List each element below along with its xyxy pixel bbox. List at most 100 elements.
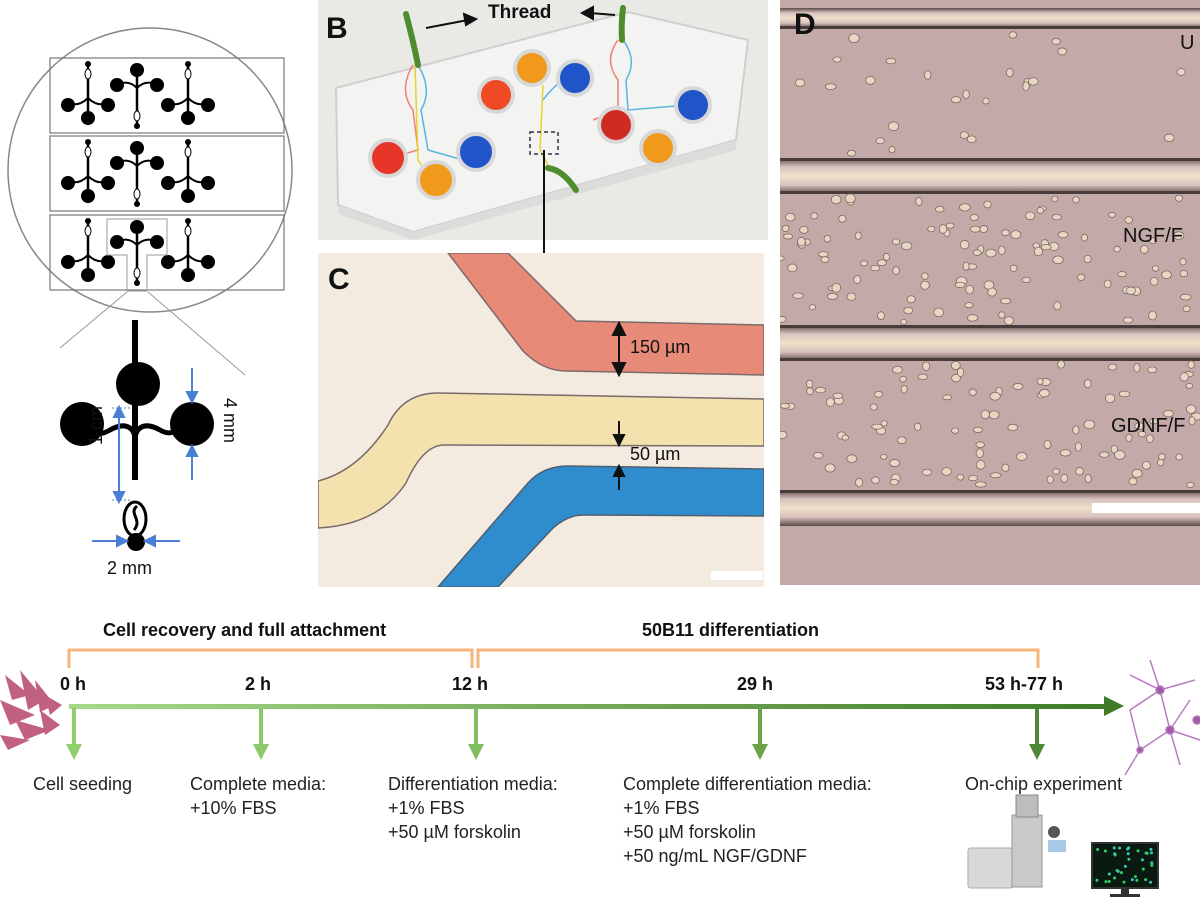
dimension-arrows bbox=[92, 368, 199, 548]
cell bbox=[832, 392, 843, 399]
chip-row bbox=[49, 214, 285, 292]
event-desc-line: +10% FBS bbox=[190, 798, 277, 818]
cell bbox=[1113, 245, 1121, 253]
cell bbox=[824, 463, 836, 473]
panel-d: D U NGF/F GDNF/F bbox=[780, 0, 1200, 585]
cell bbox=[968, 475, 979, 482]
event-desc-line: Cell seeding bbox=[33, 774, 133, 794]
cell bbox=[1043, 440, 1052, 450]
cell bbox=[780, 255, 785, 262]
cell bbox=[888, 121, 900, 132]
cell bbox=[1164, 133, 1175, 143]
fluorescent-cell bbox=[1144, 878, 1148, 882]
gap-label: 50 µm bbox=[630, 444, 681, 464]
fluorescent-cell bbox=[1096, 847, 1100, 851]
cell bbox=[1072, 196, 1080, 204]
cell bbox=[906, 295, 916, 304]
cell bbox=[1075, 467, 1084, 476]
cell bbox=[1175, 453, 1183, 461]
cell bbox=[982, 97, 990, 105]
cell bbox=[792, 292, 805, 299]
cell bbox=[938, 224, 948, 234]
cell bbox=[951, 96, 962, 104]
panel-letter-c: C bbox=[328, 263, 350, 296]
cell bbox=[921, 272, 929, 280]
cell bbox=[975, 441, 985, 448]
cell bbox=[964, 302, 974, 309]
cell bbox=[915, 197, 923, 206]
chip-rows bbox=[49, 57, 285, 292]
selected-chip-outline bbox=[106, 218, 168, 292]
cell bbox=[838, 214, 847, 223]
undifferentiated-cells-icon bbox=[0, 670, 62, 750]
cell bbox=[854, 231, 862, 240]
reservoir-right bbox=[170, 402, 214, 446]
cell bbox=[1057, 360, 1065, 369]
event-desc-53-77h: On-chip experiment bbox=[965, 772, 1122, 796]
cell bbox=[841, 434, 849, 441]
bracket-differentiation bbox=[476, 648, 1040, 668]
cell bbox=[1005, 68, 1014, 78]
outlet bbox=[127, 533, 145, 551]
cell bbox=[1074, 442, 1082, 452]
fluorescent-cell bbox=[1123, 864, 1127, 868]
cell bbox=[942, 394, 953, 401]
fluorescent-cell bbox=[1122, 880, 1126, 884]
cell bbox=[785, 212, 796, 222]
channel-wall bbox=[780, 158, 1200, 194]
reservoir-top bbox=[116, 362, 160, 406]
cell bbox=[1103, 279, 1112, 289]
cell bbox=[1052, 468, 1061, 475]
microscope-icon bbox=[967, 794, 1066, 889]
fluorescent-cell bbox=[1150, 861, 1154, 865]
cell bbox=[797, 236, 806, 247]
blue-channel bbox=[437, 465, 764, 587]
cell bbox=[1083, 419, 1096, 430]
cell bbox=[951, 373, 961, 383]
cell bbox=[1179, 269, 1189, 278]
fluorescent-cell bbox=[1140, 858, 1144, 862]
cell bbox=[1110, 444, 1118, 454]
fluorescent-cell bbox=[1145, 851, 1149, 855]
cell bbox=[780, 402, 791, 409]
cell bbox=[1176, 68, 1186, 76]
cell bbox=[1051, 213, 1062, 221]
cell bbox=[1060, 473, 1069, 483]
cell bbox=[998, 311, 1006, 319]
fluorescent-cell bbox=[1095, 878, 1099, 882]
cell bbox=[1083, 254, 1092, 264]
cell bbox=[874, 390, 883, 398]
channel-micrograph bbox=[318, 253, 764, 587]
cell bbox=[1107, 363, 1118, 371]
bracket-recovery bbox=[67, 648, 474, 668]
device-photo bbox=[334, 5, 750, 240]
cell bbox=[1147, 366, 1158, 374]
cell bbox=[1001, 463, 1010, 472]
cell bbox=[1108, 212, 1116, 218]
panel-letter-b: B bbox=[326, 12, 348, 45]
cell bbox=[924, 70, 932, 80]
cell bbox=[891, 238, 901, 245]
event-time-0h: 0 h bbox=[60, 674, 87, 694]
cell bbox=[959, 131, 969, 139]
event-desc-line: Complete differentiation media: bbox=[623, 774, 872, 794]
cell bbox=[966, 135, 977, 144]
fluorescent-cell bbox=[1150, 863, 1154, 867]
cell bbox=[871, 476, 880, 484]
cell bbox=[900, 385, 908, 394]
cell bbox=[1040, 244, 1052, 251]
cell bbox=[1148, 310, 1157, 321]
cell bbox=[847, 149, 857, 157]
event-desc-line: Differentiation media: bbox=[388, 774, 558, 794]
cell bbox=[892, 365, 903, 374]
monitor-icon bbox=[1091, 842, 1159, 897]
cell bbox=[1122, 316, 1134, 324]
cell bbox=[880, 420, 888, 427]
cell bbox=[1138, 430, 1147, 438]
cell bbox=[787, 263, 798, 273]
cell bbox=[1046, 475, 1054, 484]
chip-motif bbox=[110, 141, 164, 207]
fluorescent-cell bbox=[1149, 847, 1153, 851]
channel-label-ngf: NGF/F bbox=[1123, 225, 1183, 247]
chip-motif bbox=[61, 139, 115, 203]
